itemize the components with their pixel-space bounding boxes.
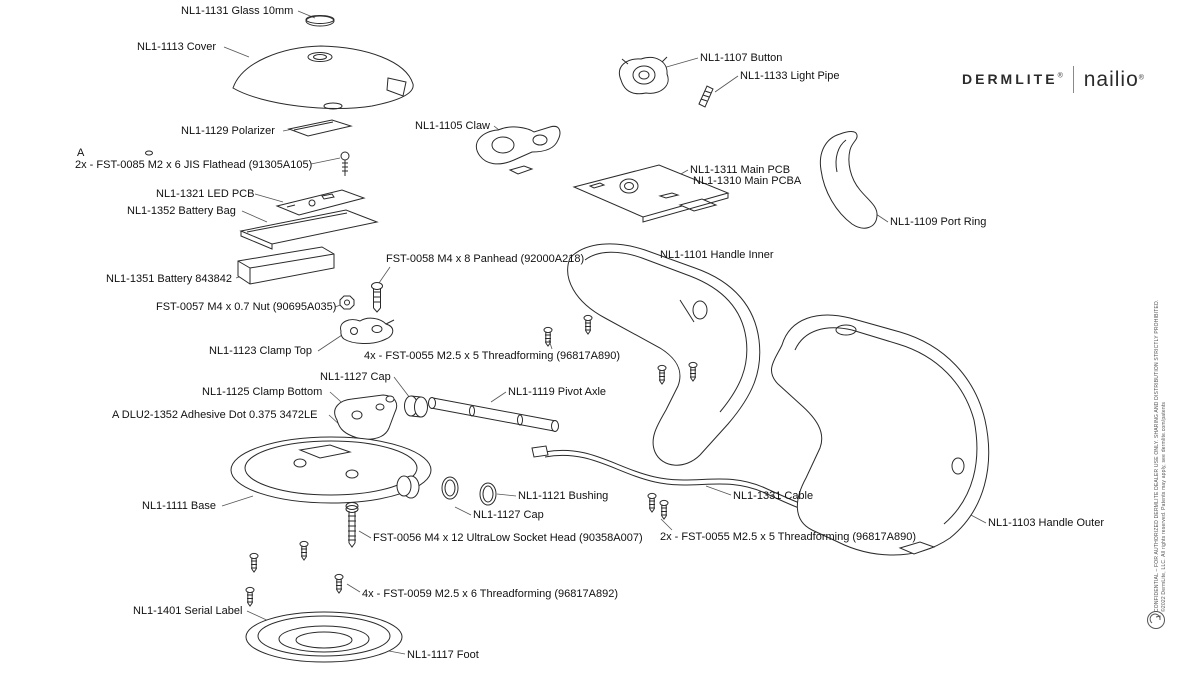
part-label-serial-label: NL1-1401 Serial Label xyxy=(133,605,243,617)
part-clamp-bottom xyxy=(334,394,398,440)
part-label-handle-inner: NL1-1101 Handle Inner xyxy=(660,249,774,261)
part-fst0056-screw xyxy=(345,502,359,548)
part-label-glass: NL1-1131 Glass 10mm xyxy=(181,5,294,17)
part-main-pcb xyxy=(572,164,730,223)
part-glass xyxy=(305,15,335,27)
part-label-polarizer: NL1-1129 Polarizer xyxy=(181,125,275,137)
part-label-fst0059: 4x - FST-0059 M2.5 x 6 Threadforming (96… xyxy=(362,588,618,600)
part-fst0057-nut xyxy=(339,295,355,310)
part-fst0085-screw xyxy=(145,150,350,176)
part-handle-inner xyxy=(567,243,761,466)
part-label-clamp-top: NL1-1123 Clamp Top xyxy=(209,345,312,357)
brand-logo: DERMLITE® nailio® xyxy=(962,66,1144,93)
part-label-port-ring: NL1-1109 Port Ring xyxy=(890,216,987,228)
part-label-handle-outer: NL1-1103 Handle Outer xyxy=(988,517,1104,529)
part-label-main-pcb: NL1-1311 Main PCB xyxy=(690,164,791,176)
part-label-bushing: NL1-1121 Bushing xyxy=(518,490,609,502)
part-label-battery-bag: NL1-1352 Battery Bag xyxy=(127,205,236,217)
part-bushing xyxy=(441,476,497,506)
part-label-led-pcb: NL1-1321 LED PCB xyxy=(156,188,255,200)
part-label-adhesive-dot: A DLU2-1352 Adhesive Dot 0.375 3472LE xyxy=(112,409,318,421)
part-handle-outer xyxy=(771,314,990,556)
part-foot xyxy=(245,611,403,663)
part-label-cap-bottom: NL1-1127 Cap xyxy=(473,509,544,521)
part-polarizer xyxy=(287,119,353,137)
part-label-fst0055-4x: 4x - FST-0055 M2.5 x 5 Threadforming (96… xyxy=(364,350,620,362)
brand-dermlite: DERMLITE® xyxy=(962,70,1063,87)
part-button xyxy=(619,56,669,95)
part-fst0059-screws xyxy=(245,540,344,607)
part-battery-bag xyxy=(239,209,379,250)
brand-divider xyxy=(1072,66,1074,93)
part-label-cable: NL1-1331 Cable xyxy=(733,490,814,502)
part-label-fst0055-2x: 2x - FST-0055 M2.5 x 5 Threadforming (96… xyxy=(660,531,916,543)
part-label-battery: NL1-1351 Battery 843842 xyxy=(106,273,232,285)
part-label-light-pipe: NL1-1133 Light Pipe xyxy=(740,70,840,82)
part-label-fst0057: FST-0057 M4 x 0.7 Nut (90695A035) xyxy=(156,301,337,313)
part-label-foot: NL1-1117 Foot xyxy=(407,649,479,661)
legal-confidential-text: CONFIDENTIAL – FOR AUTHORIZED DERMLITE D… xyxy=(1154,299,1160,612)
part-label-cover: NL1-1113 Cover xyxy=(137,41,217,53)
part-label-section-a: A xyxy=(77,147,85,159)
part-label-fst0058: FST-0058 M4 x 8 Panhead (92000A218) xyxy=(386,253,585,265)
part-label-pivot-axle: NL1-1119 Pivot Axle xyxy=(508,386,607,398)
part-label-cap-top: NL1-1127 Cap xyxy=(320,371,391,383)
part-fst0058-screw xyxy=(371,282,383,313)
part-fst0055-screws-2x xyxy=(647,492,669,520)
part-label-base: NL1-1111 Base xyxy=(142,500,216,512)
legal-copyright-text: ©2022 DermLite, LLC. All rights reserved… xyxy=(1161,401,1167,612)
part-label-fst0085: 2x - FST-0085 M2 x 6 JIS Flathead (91305… xyxy=(75,159,313,171)
part-base xyxy=(230,436,432,504)
part-label-clamp-bottom: NL1-1125 Clamp Bottom xyxy=(202,386,323,398)
circular-mark-icon xyxy=(1147,611,1165,629)
part-port-ring xyxy=(819,131,878,229)
part-pivot-axle xyxy=(428,397,559,432)
part-cover xyxy=(232,45,414,110)
part-label-fst0056: FST-0056 M4 x 12 UltraLow Socket Head (9… xyxy=(373,532,643,544)
part-clamp-top xyxy=(340,317,395,344)
part-light-pipe xyxy=(698,85,714,108)
part-claw xyxy=(475,125,561,175)
part-label-main-pcba: NL1-1310 Main PCBA xyxy=(693,175,802,187)
part-led-pcb xyxy=(275,189,366,216)
part-cap-top xyxy=(404,395,428,418)
part-battery xyxy=(237,246,335,285)
part-label-button: NL1-1107 Button xyxy=(700,52,783,64)
brand-nailio: nailio® xyxy=(1083,67,1144,91)
part-label-claw: NL1-1105 Claw xyxy=(415,120,491,132)
